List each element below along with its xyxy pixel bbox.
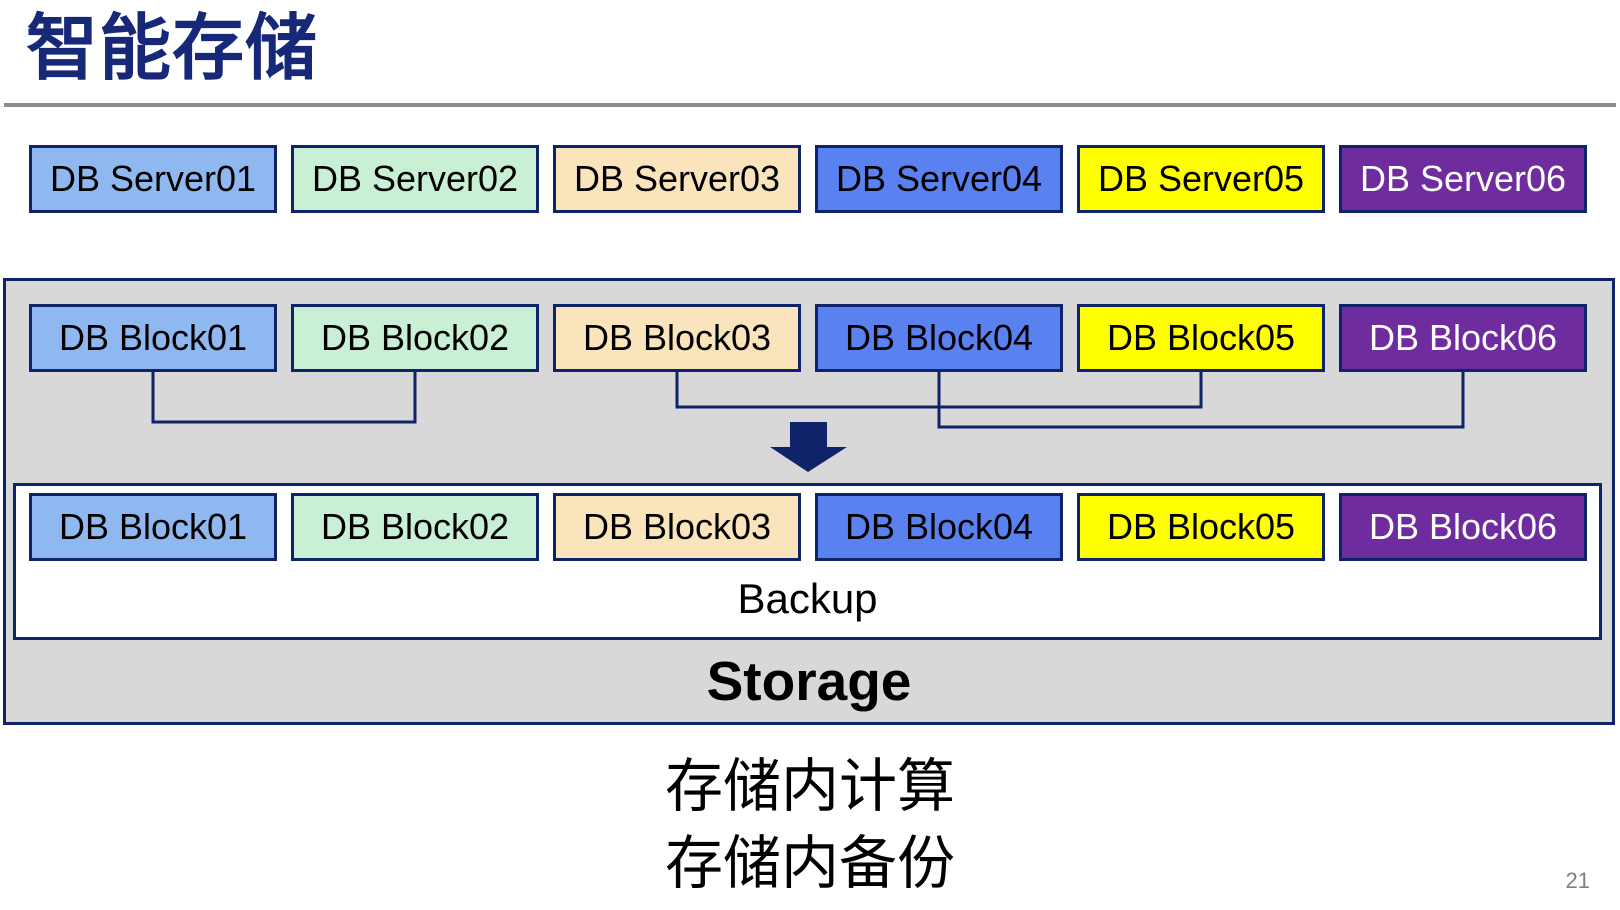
db-server-box: DB Server04: [815, 145, 1063, 213]
page-number: 21: [1565, 868, 1590, 893]
db-server-box: DB Server01: [29, 145, 277, 213]
db-block-box: DB Block06: [1339, 493, 1587, 561]
db-server-box: DB Server02: [291, 145, 539, 213]
db-server-box: DB Server06: [1339, 145, 1587, 213]
db-block-box: DB Block05: [1077, 304, 1325, 372]
db-block-box: DB Block02: [291, 304, 539, 372]
db-block-box: DB Block02: [291, 493, 539, 561]
backup-container: [13, 483, 1602, 640]
db-block-box: DB Block05: [1077, 493, 1325, 561]
backup-label: Backup: [737, 575, 878, 622]
db-block-box: DB Block01: [29, 304, 277, 372]
title-divider: [4, 103, 1616, 107]
db-block-box: DB Block03: [553, 304, 801, 372]
db-block-box: DB Block01: [29, 493, 277, 561]
db-server-box: DB Server05: [1077, 145, 1325, 213]
caption-line-1: 存储内计算: [664, 754, 955, 819]
caption-text: 存储内计算 存储内备份: [0, 748, 1620, 902]
db-block-box: DB Block06: [1339, 304, 1587, 372]
storage-label: Storage: [706, 650, 912, 712]
slide-title: 智能存储: [26, 9, 319, 89]
db-block-box: DB Block04: [815, 493, 1063, 561]
db-block-box: DB Block03: [553, 493, 801, 561]
db-block-box: DB Block04: [815, 304, 1063, 372]
caption-line-2: 存储内备份: [664, 831, 955, 896]
db-server-box: DB Server03: [553, 145, 801, 213]
